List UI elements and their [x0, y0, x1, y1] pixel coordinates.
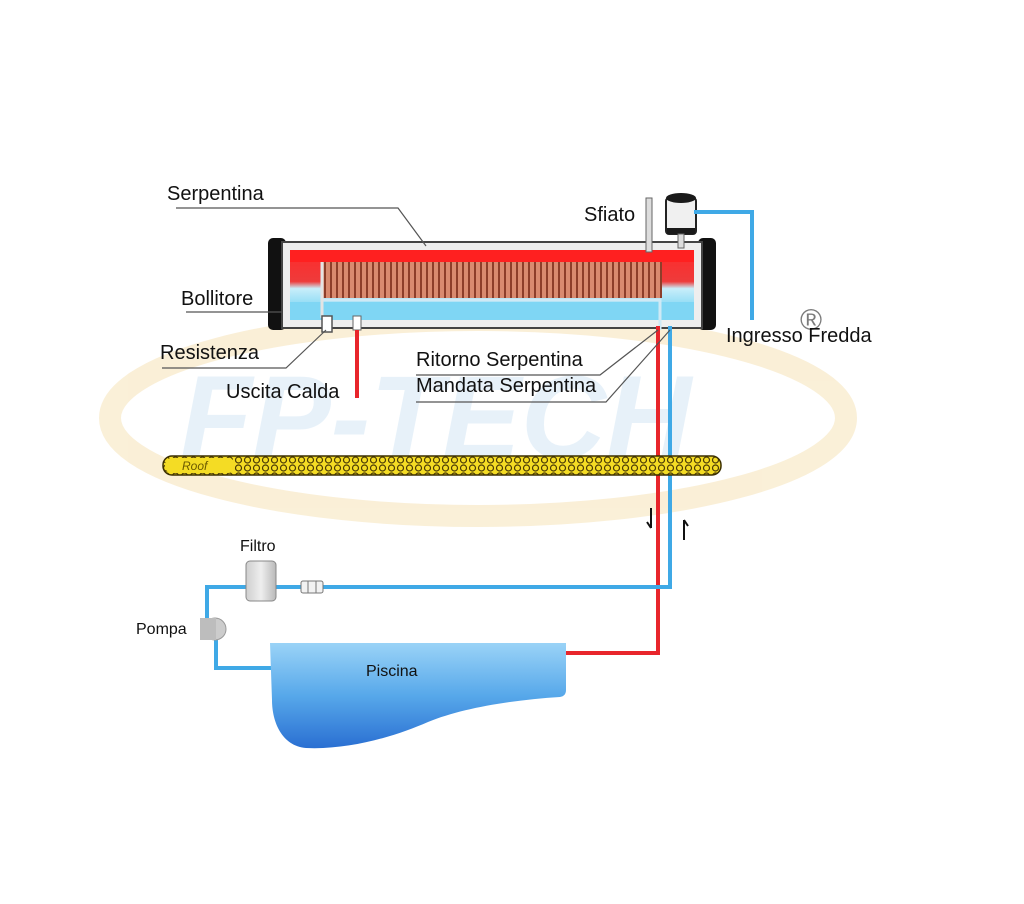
flow-arrow-up-icon [683, 519, 689, 540]
pump-to-pool-pipe [214, 638, 278, 670]
resistenza-element [321, 315, 333, 333]
label-filtro: Filtro [240, 538, 276, 555]
roof: Roof [162, 455, 722, 476]
coil-lower-tube [322, 298, 662, 330]
valve-fitting [300, 580, 324, 594]
sfiato-pipe [645, 197, 653, 253]
watermark-registered-mark: ® [800, 304, 822, 337]
filtro-body [245, 560, 277, 602]
label-pompa: Pompa [136, 621, 187, 638]
labels: Serpentina Sfiato Bollitore Ingresso Fre… [136, 183, 873, 680]
serpentina-coil [322, 262, 662, 298]
label-ritorno-serpentina: Ritorno Serpentina [416, 349, 584, 371]
sfiato-aux-tank [665, 193, 697, 249]
pompa-unit [200, 617, 227, 641]
label-uscita-calda: Uscita Calda [226, 381, 340, 403]
tank-assembly [268, 193, 716, 333]
label-ingresso-fredda: Ingresso Fredda [726, 325, 873, 347]
ingresso-fredda-pipe [694, 210, 754, 320]
label-piscina: Piscina [366, 663, 418, 680]
mandata-serpentina-pipe [564, 326, 660, 655]
leader-resistenza [162, 329, 327, 369]
leader-mandata [416, 329, 671, 403]
flow-arrow-down-icon [646, 508, 652, 529]
label-bollitore: Bollitore [181, 288, 253, 310]
flow-arrows [646, 508, 689, 540]
roof-label: Roof [182, 459, 209, 473]
tank-top-band [290, 250, 694, 262]
leader-ritorno [416, 329, 659, 376]
label-serpentina: Serpentina [167, 183, 265, 205]
roof-label-box [165, 458, 235, 473]
roof-band [162, 455, 722, 476]
label-resistenza: Resistenza [160, 342, 260, 364]
filtro-unit [245, 560, 277, 602]
leader-serpentina [176, 207, 427, 247]
piscina-pool [270, 643, 566, 749]
leader-lines [162, 207, 671, 403]
label-sfiato: Sfiato [584, 204, 635, 226]
uscita-calda-stub [352, 315, 362, 331]
label-mandata-serpentina: Mandata Serpentina [416, 375, 597, 397]
tank-bottom-band [290, 302, 694, 320]
